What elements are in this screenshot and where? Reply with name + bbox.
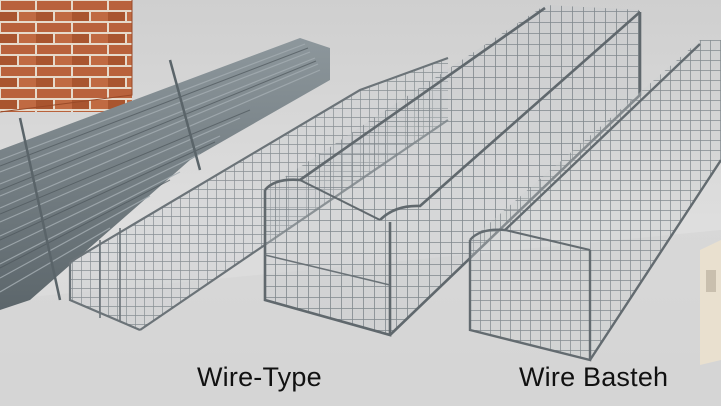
right-wire-mesh-cage [468,40,721,362]
caption-wire-basteh: Wire Basteh [519,362,669,392]
rebar-bundle [0,38,330,310]
brick-wall [0,0,133,113]
large-wire-mesh-cage [263,5,642,337]
concrete-block [700,240,721,365]
caption-wire-type: Wire-Type [197,362,322,392]
small-wire-mesh-cage [68,56,449,332]
